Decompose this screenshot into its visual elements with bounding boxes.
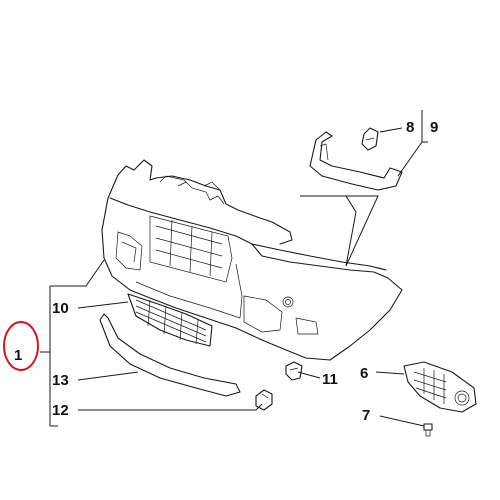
lower-spoiler-strip — [99, 313, 241, 397]
callout-13: 13 — [52, 372, 69, 389]
callout-8: 8 — [406, 119, 414, 136]
fog-lamp-grille — [403, 361, 477, 413]
callout-9: 9 — [430, 119, 438, 136]
lower-grille-mesh — [127, 293, 213, 347]
callout-6: 6 — [360, 365, 368, 382]
callout-10: 10 — [52, 300, 69, 317]
callout-7: 7 — [362, 407, 370, 424]
retaining-screw — [423, 423, 433, 437]
callout-11: 11 — [322, 371, 338, 388]
upper-trim-bracket — [309, 127, 403, 191]
highlight-ring — [3, 321, 39, 371]
small-mounting-bracket — [285, 361, 303, 381]
callout-12: 12 — [52, 402, 69, 419]
leader-lines — [40, 110, 428, 427]
tow-hook-cover — [255, 389, 273, 411]
front-bumper — [101, 159, 403, 361]
callout-1: 1 — [14, 347, 22, 364]
